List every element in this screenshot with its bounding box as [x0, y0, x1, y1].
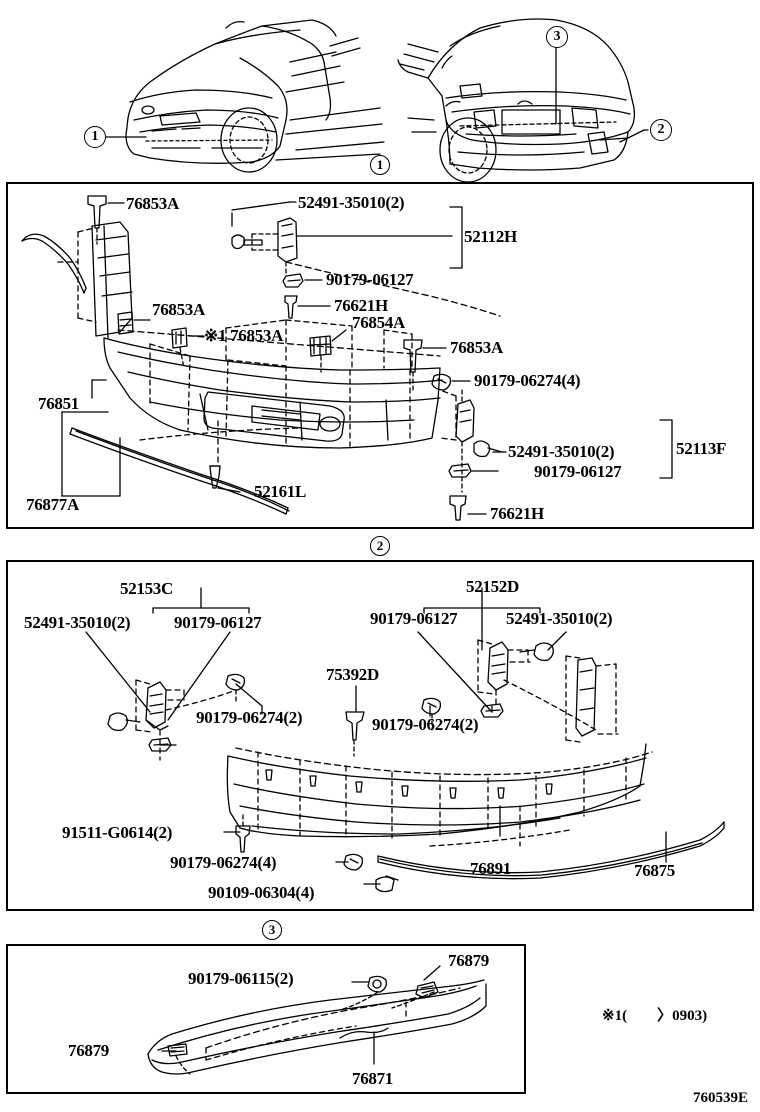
label-90179-06274-2-left: 90179-06274(2): [196, 708, 303, 727]
label-76853A-mid: 76853A: [152, 300, 205, 319]
callout-rear-2: 2: [650, 119, 672, 141]
rear-car-illustration: [397, 18, 636, 183]
label-76851: 76851: [38, 394, 80, 413]
label-75392D: 75392D: [326, 665, 379, 684]
label-90179-06274-4-rear: 90179-06274(4): [170, 853, 277, 872]
section-marker-1: 1: [370, 155, 390, 175]
label-52112H: 52112H: [464, 227, 517, 246]
label-52491-35010-left: 52491-35010(2): [24, 613, 131, 632]
label-52153C: 52153C: [120, 579, 173, 598]
label-76853A-right: 76853A: [450, 338, 503, 357]
label-90109-06304: 90109-06304(4): [208, 883, 315, 902]
label-90179-06127-left: 90179-06127: [174, 613, 262, 632]
label-76879-left: 76879: [68, 1041, 110, 1060]
section-marker-2: 2: [370, 536, 390, 556]
label-90179-06274-2-center: 90179-06274(2): [372, 715, 479, 734]
label-52152D: 52152D: [466, 577, 519, 596]
label-76854A: 76854A: [352, 313, 405, 332]
label-90179-06127-right: 90179-06127: [370, 609, 458, 628]
section-marker-3: 3: [262, 920, 282, 940]
label-90179-06115: 90179-06115(2): [188, 969, 294, 988]
label-90179-06274-4-front: 90179-06274(4): [474, 371, 581, 390]
label-52491-35010-top: 52491-35010(2): [298, 193, 405, 212]
diagram-id: 760539E: [693, 1090, 749, 1106]
label-90179-06127-lower: 90179-06127: [534, 462, 622, 481]
label-76871: 76871: [352, 1069, 394, 1088]
front-car-illustration: [125, 19, 385, 173]
label-76891: 76891: [470, 859, 512, 878]
label-76877A: 76877A: [26, 495, 79, 514]
label-76853A-top: 76853A: [126, 194, 179, 213]
label-76875: 76875: [634, 861, 676, 880]
footnote-note1: ※1( 〉0903): [602, 1008, 708, 1024]
label-76621H-upper: 76621H: [334, 296, 388, 315]
panel-rear-spoiler: [6, 944, 526, 1094]
label-52113F: 52113F: [676, 439, 727, 458]
callout-front-1: 1: [84, 126, 106, 148]
label-91511-G0614: 91511-G0614(2): [62, 823, 173, 842]
panel-front-bumper: [6, 182, 754, 529]
callout-rear-3: 3: [546, 26, 568, 48]
label-76879-right: 76879: [448, 951, 490, 970]
label-90179-06127-upper: 90179-06127: [326, 270, 414, 289]
label-76853A-note1: ※1 76853A: [204, 326, 284, 345]
label-76621H-lower: 76621H: [490, 504, 544, 523]
label-52491-35010-right: 52491-35010(2): [506, 609, 613, 628]
label-52491-35010-bottom: 52491-35010(2): [508, 442, 615, 461]
panel-rear-bumper: [6, 560, 754, 911]
label-52161L: 52161L: [254, 482, 307, 501]
